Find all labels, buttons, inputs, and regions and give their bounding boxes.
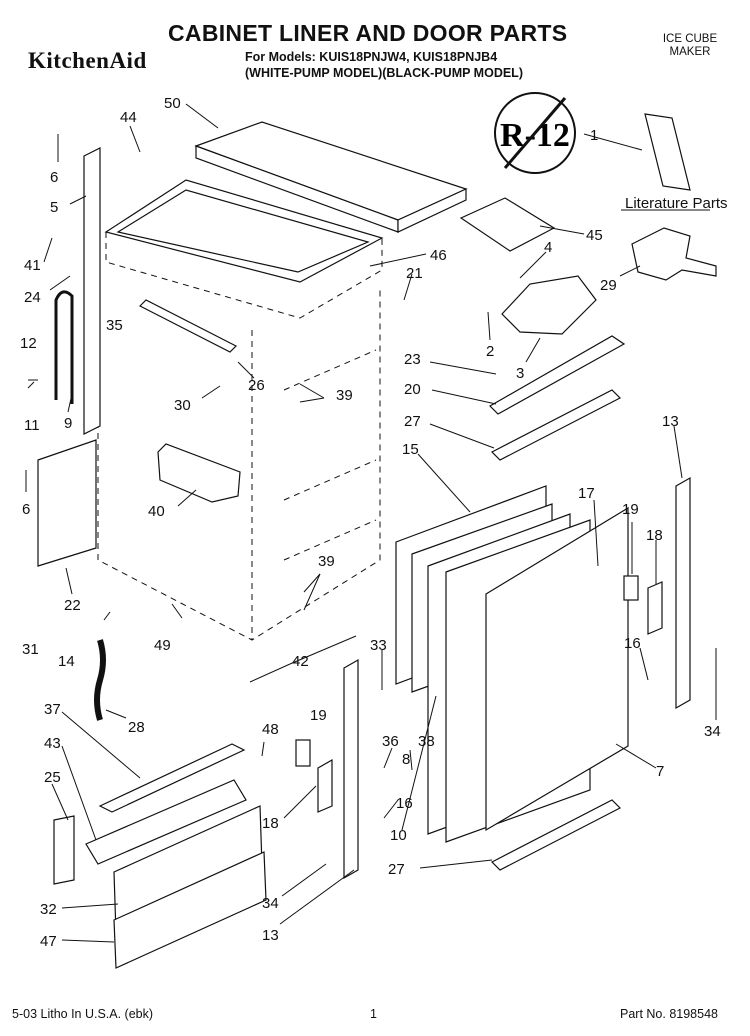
callout-18b: 18 (646, 527, 663, 544)
callout-39a: 39 (336, 387, 353, 404)
callout-9: 9 (64, 415, 72, 432)
callout-2: 2 (486, 343, 494, 360)
left-trim-strip (343, 658, 359, 880)
callout-46: 46 (430, 247, 447, 264)
callout-3: 3 (516, 365, 524, 382)
callout-16b: 16 (396, 795, 413, 812)
callout-42: 42 (292, 653, 309, 670)
callout-40: 40 (148, 503, 165, 520)
callout-37: 37 (44, 701, 61, 718)
callout-7: 7 (656, 763, 664, 780)
callout-4: 4 (544, 239, 552, 256)
bin-bracket (501, 275, 597, 335)
callout-49: 49 (154, 637, 171, 654)
ice-scoop (631, 227, 717, 281)
callout-27b: 27 (388, 861, 405, 878)
callout-6b: 6 (22, 501, 30, 518)
side-rail (83, 147, 101, 435)
hinge-bracket-upper (647, 581, 663, 635)
callout-41: 41 (24, 257, 41, 274)
page-number: 1 (370, 1007, 377, 1021)
hinge-lower (295, 739, 311, 767)
callout-34b: 34 (704, 723, 721, 740)
callout-28: 28 (128, 719, 145, 736)
callout-30: 30 (174, 397, 191, 414)
drain-bracket (157, 443, 241, 503)
callout-38: 38 (418, 733, 435, 750)
diverter (489, 335, 626, 415)
callout-48: 48 (262, 721, 279, 738)
callout-10: 10 (390, 827, 407, 844)
callout-21: 21 (406, 265, 423, 282)
right-trim-strip (675, 476, 691, 710)
category-line-2: MAKER (669, 46, 711, 58)
r12-badge: R-12 (494, 92, 576, 174)
drain-hose (94, 639, 106, 721)
callout-22: 22 (64, 597, 81, 614)
literature-parts-label: Literature Parts (625, 195, 728, 212)
models-line-2: (WHITE-PUMP MODEL)(BLACK-PUMP MODEL) (245, 66, 523, 80)
callout-31: 31 (22, 641, 39, 658)
callout-27a: 27 (404, 413, 421, 430)
callout-19b: 19 (622, 501, 639, 518)
callout-1: 1 (590, 127, 598, 144)
callout-8: 8 (402, 751, 410, 768)
part-number: Part No. 8198548 (620, 1007, 718, 1021)
callout-24: 24 (24, 289, 41, 306)
literature-parts: Literature Parts (621, 113, 728, 212)
callout-17: 17 (578, 485, 595, 502)
category-line-1: ICE CUBE (662, 33, 718, 45)
callout-32: 32 (40, 901, 57, 918)
callout-19a: 19 (310, 707, 327, 724)
callout-18a: 18 (262, 815, 279, 832)
callout-16a: 16 (624, 635, 641, 652)
callout-5: 5 (50, 199, 58, 216)
brand-logo: KitchenAid (28, 48, 147, 73)
model-list: For Models: KUIS18PNJW4, KUIS18PNJB4 (WH… (245, 49, 523, 81)
r12-badge-text: R-12 (500, 117, 570, 154)
callout-11: 11 (24, 417, 40, 434)
callout-23: 23 (404, 351, 421, 368)
callout-15: 15 (402, 441, 419, 458)
callout-20: 20 (404, 381, 421, 398)
callout-13b: 13 (662, 413, 679, 430)
callout-14: 14 (58, 653, 75, 670)
callout-47: 47 (40, 933, 57, 950)
channel-strip (138, 299, 238, 353)
callout-35: 35 (106, 317, 123, 334)
insulation-pad (459, 197, 556, 252)
upper-rail (490, 389, 622, 461)
callout-26: 26 (248, 377, 265, 394)
rear-plate (37, 439, 97, 567)
cabinet-top-lid (194, 121, 468, 233)
callout-34a: 34 (262, 895, 279, 912)
cabinet-liner (97, 179, 384, 641)
callout-25: 25 (44, 769, 61, 786)
kick-plate-assembly (53, 743, 267, 969)
callout-43: 43 (44, 735, 61, 752)
callout-12: 12 (20, 335, 37, 352)
models-line-1: For Models: KUIS18PNJW4, KUIS18PNJB4 (245, 50, 498, 64)
heater-loop (54, 290, 74, 404)
hinge-bracket-lower (317, 758, 333, 813)
lower-rail (490, 799, 622, 871)
callout-36: 36 (382, 733, 399, 750)
callout-13a: 13 (262, 927, 279, 944)
callout-44: 44 (120, 109, 137, 126)
callout-50: 50 (164, 95, 181, 112)
callout-6: 6 (50, 169, 58, 186)
callout-29: 29 (600, 277, 617, 294)
print-info: 5-03 Litho In U.S.A. (ebk) (12, 1007, 154, 1021)
callout-33: 33 (370, 637, 387, 654)
callout-labels: 50 44 6 5 41 24 35 12 11 9 6 22 31 14 49… (20, 95, 721, 950)
callout-45: 45 (586, 227, 603, 244)
leader-lines (25, 103, 717, 943)
door-assembly (395, 485, 629, 843)
category-label: ICE CUBE MAKER (650, 33, 730, 59)
hinge-upper (623, 575, 639, 601)
callout-39b: 39 (318, 553, 335, 570)
page-title: CABINET LINER AND DOOR PARTS (168, 20, 568, 46)
